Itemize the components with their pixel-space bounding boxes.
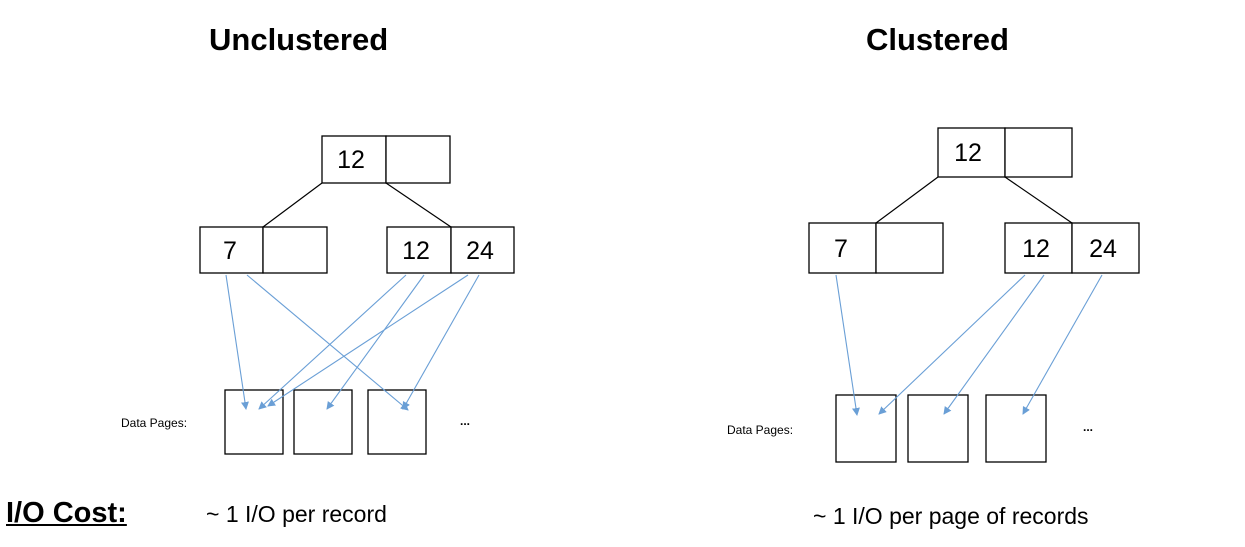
leaf-key: 12: [402, 237, 430, 265]
edge-root-left: [262, 182, 323, 228]
leaf-key: 24: [466, 237, 494, 265]
io-cost-unclustered: ~ 1 I/O per record: [206, 501, 387, 527]
data-page: [835, 394, 897, 463]
data-pages-label: Data Pages:: [727, 423, 793, 437]
leaf-key: 7: [223, 237, 237, 265]
edge-root-left: [875, 176, 939, 224]
record-pointer: [1022, 274, 1103, 415]
data-page: [293, 389, 353, 455]
ellipsis: ...: [1083, 420, 1093, 434]
clustered-tree: 12 7 12 24 Data Pages: ...: [727, 127, 1140, 463]
root-node: 12: [937, 127, 1073, 178]
record-pointer: [326, 274, 425, 410]
record-pointer: [835, 274, 860, 416]
leaf-node-right: 12 24: [386, 226, 515, 274]
record-pointer: [267, 274, 469, 407]
record-pointer: [943, 274, 1045, 415]
edge-root-right: [385, 182, 452, 228]
data-page: [224, 389, 284, 455]
unclustered-title: Unclustered: [209, 22, 389, 57]
io-cost-clustered: ~ 1 I/O per page of records: [813, 503, 1089, 529]
record-pointer: [878, 274, 1026, 415]
unclustered-tree: 12 7 12 24 Data Pages: ...: [121, 135, 515, 455]
leaf-key: 12: [1022, 235, 1050, 263]
edge-root-right: [1004, 176, 1073, 224]
leaf-node-left: 7: [808, 222, 944, 274]
leaf-key: 7: [834, 235, 848, 263]
root-key: 12: [337, 146, 365, 174]
leaf-node-left: 7: [199, 226, 328, 274]
record-pointer: [246, 274, 409, 411]
io-cost-label: I/O Cost:: [6, 497, 127, 529]
data-page: [367, 389, 427, 455]
root-key: 12: [954, 139, 982, 167]
root-node: 12: [321, 135, 451, 184]
clustered-title: Clustered: [866, 22, 1009, 57]
record-pointer: [258, 274, 407, 410]
ellipsis: ...: [460, 414, 470, 428]
record-pointer: [402, 274, 480, 410]
data-page: [985, 394, 1047, 463]
data-pages-label: Data Pages:: [121, 416, 187, 430]
leaf-key: 24: [1089, 235, 1117, 263]
record-pointer: [225, 274, 249, 410]
data-page: [907, 394, 969, 463]
leaf-node-right: 12 24: [1004, 222, 1140, 274]
